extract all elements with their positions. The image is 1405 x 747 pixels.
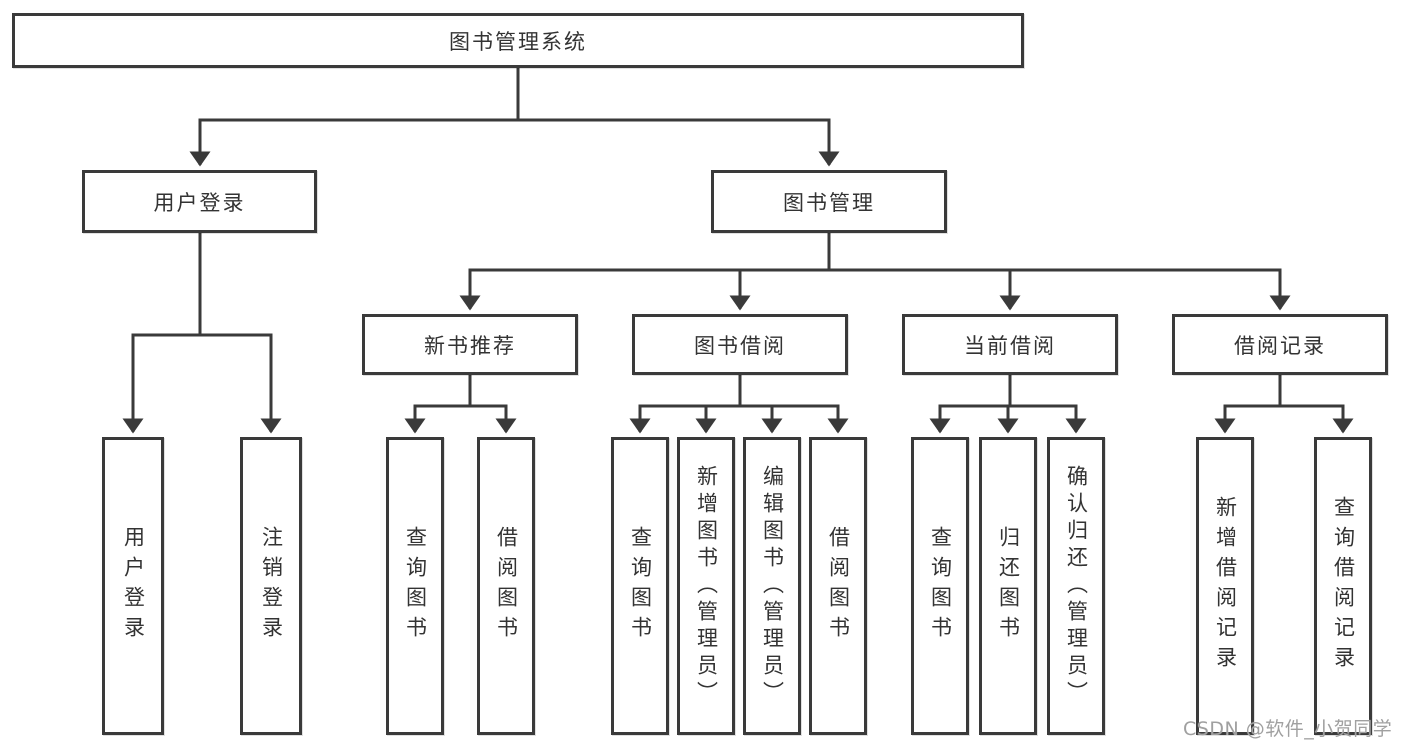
leaf-nbr-borrow-books-label: 借阅图书 <box>494 526 519 646</box>
leaf-bb-borrow-books-label: 借阅图书 <box>826 526 851 646</box>
leaf-br-add-record-label: 新增借阅记录 <box>1213 496 1238 676</box>
connector-nbr-to-query <box>404 375 472 434</box>
leaf-bb-query-books: 查询图书 <box>611 437 669 735</box>
node-book-borrow: 图书借阅 <box>632 314 848 375</box>
leaf-user-login-label: 用户登录 <box>121 526 146 646</box>
connector-br-to-query-record <box>1278 375 1354 434</box>
connector-ul-to-leaf-logout <box>198 233 282 434</box>
leaf-bb-add-books-label: 新增图书（管理员） <box>694 464 719 708</box>
connector-bb-to-add <box>695 375 742 434</box>
leaf-cb-query-books-label: 查询图书 <box>928 526 953 646</box>
node-new-book-recommend-label: 新书推荐 <box>424 333 516 358</box>
connector-bm-to-book-borrow <box>729 233 831 311</box>
node-borrow-records: 借阅记录 <box>1172 314 1388 375</box>
leaf-nbr-query-books-label: 查询图书 <box>403 526 428 646</box>
leaf-cb-return-books-label: 归还图书 <box>996 526 1021 646</box>
leaf-nbr-borrow-books: 借阅图书 <box>477 437 535 735</box>
leaf-bb-borrow-books: 借阅图书 <box>809 437 867 735</box>
leaf-bb-add-books: 新增图书（管理员） <box>677 437 735 735</box>
leaf-br-query-record: 查询借阅记录 <box>1314 437 1372 735</box>
node-current-borrow: 当前借阅 <box>902 314 1118 375</box>
leaf-br-add-record: 新增借阅记录 <box>1196 437 1254 735</box>
connector-br-to-add-record <box>1214 375 1282 434</box>
connector-cb-to-confirm <box>1008 375 1087 434</box>
node-borrow-records-label: 借阅记录 <box>1234 333 1326 358</box>
node-root-system-label: 图书管理系统 <box>449 29 587 54</box>
leaf-user-login: 用户登录 <box>102 437 164 735</box>
leaf-logout-label: 注销登录 <box>259 526 284 646</box>
connector-nbr-to-borrow <box>468 375 517 434</box>
node-book-management-label: 图书管理 <box>783 190 875 215</box>
leaf-cb-query-books: 查询图书 <box>911 437 969 735</box>
leaf-bb-edit-books: 编辑图书（管理员） <box>743 437 801 735</box>
connector-bb-to-borrow <box>738 375 849 434</box>
node-user-login: 用户登录 <box>82 170 317 233</box>
node-book-borrow-label: 图书借阅 <box>694 333 786 358</box>
node-root-system: 图书管理系统 <box>12 13 1024 68</box>
leaf-bb-query-books-label: 查询图书 <box>628 526 653 646</box>
csdn-watermark: CSDN @软件_小贺同学 <box>1183 718 1393 740</box>
connector-bm-to-borrow-records <box>827 233 1291 311</box>
connector-bb-to-edit <box>738 375 783 434</box>
leaf-cb-confirm-return: 确认归还（管理员） <box>1047 437 1105 735</box>
node-book-management: 图书管理 <box>711 170 947 233</box>
leaf-br-query-record-label: 查询借阅记录 <box>1331 496 1356 676</box>
connector-cb-to-query <box>929 375 1012 434</box>
leaf-logout: 注销登录 <box>240 437 302 735</box>
connector-bb-to-query <box>629 375 742 434</box>
connector-root-to-book-management <box>516 68 840 167</box>
connector-ul-to-leaf-login <box>122 233 202 434</box>
leaf-cb-return-books: 归还图书 <box>979 437 1037 735</box>
connector-root-to-user-login <box>189 68 520 167</box>
node-new-book-recommend: 新书推荐 <box>362 314 578 375</box>
leaf-nbr-query-books: 查询图书 <box>386 437 444 735</box>
node-current-borrow-label: 当前借阅 <box>964 333 1056 358</box>
leaf-bb-edit-books-label: 编辑图书（管理员） <box>760 464 785 708</box>
leaf-cb-confirm-return-label: 确认归还（管理员） <box>1064 464 1089 708</box>
node-user-login-label: 用户登录 <box>153 190 246 215</box>
